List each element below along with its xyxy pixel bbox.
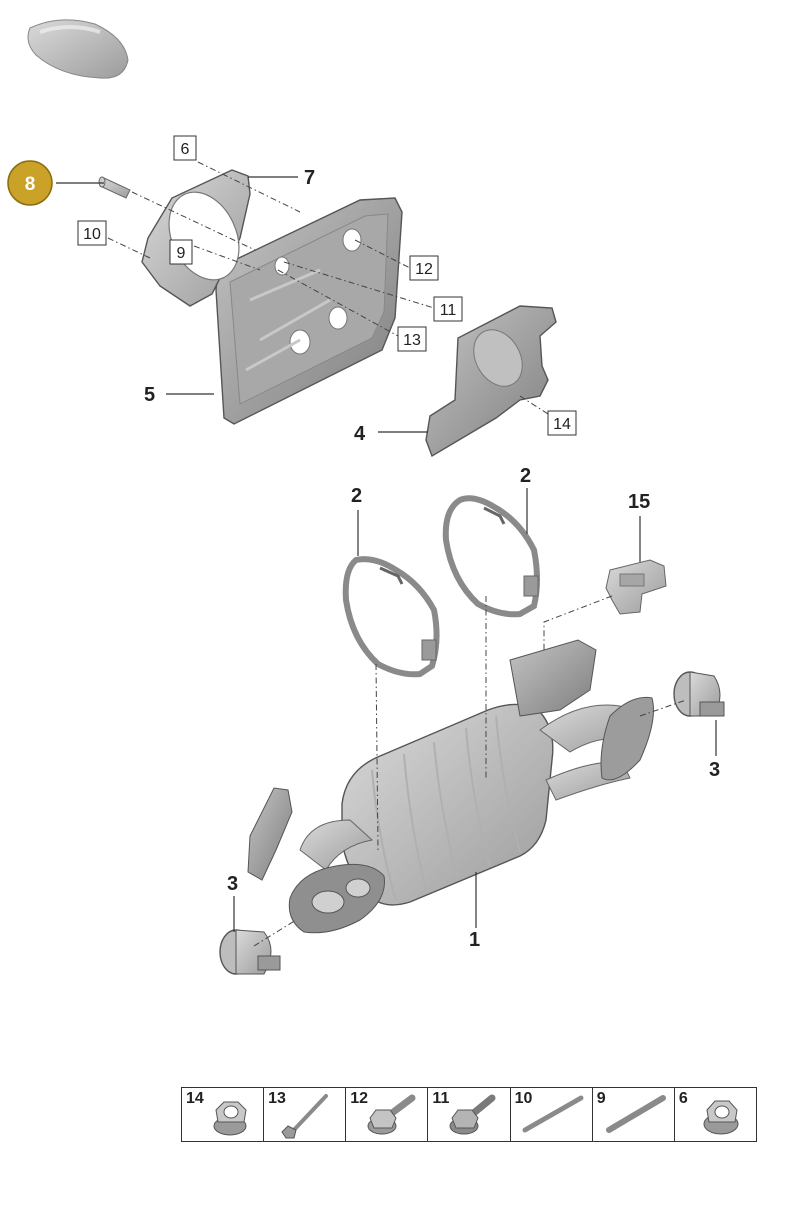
callout-3: 3 xyxy=(709,759,720,781)
heat-shield-small[interactable] xyxy=(425,305,557,458)
legend-number: 10 xyxy=(514,1090,533,1107)
svg-text:6: 6 xyxy=(181,141,190,158)
hex-bolt-icon xyxy=(367,1094,416,1135)
fastener-legend: 14 13 12 11 10 9 xyxy=(181,1087,757,1142)
legend-cell[interactable]: 11 xyxy=(428,1088,511,1141)
mounting-strap-left[interactable] xyxy=(342,556,440,678)
assembly-line xyxy=(354,239,411,269)
assembly-line xyxy=(107,237,151,259)
spacer-sleeve[interactable] xyxy=(98,176,131,199)
legend-number: 13 xyxy=(268,1090,286,1107)
long-bolt-icon xyxy=(281,1094,329,1139)
legend-number: 14 xyxy=(186,1090,204,1107)
car-thumbnail-icon xyxy=(27,19,129,79)
callout-12-box: 12 xyxy=(409,255,439,281)
legend-number: 6 xyxy=(678,1090,688,1107)
pipe-clamp-right[interactable] xyxy=(673,671,725,717)
svg-text:11: 11 xyxy=(440,302,457,319)
legend-cell[interactable]: 9 xyxy=(593,1088,675,1141)
assembly-line xyxy=(519,395,549,415)
svg-text:8: 8 xyxy=(25,174,36,195)
callout-11-box: 11 xyxy=(433,296,463,322)
assembly-line xyxy=(375,663,379,851)
callout-7: 7 xyxy=(304,167,315,189)
callout-13-box: 13 xyxy=(397,326,427,352)
callout-15: 15 xyxy=(628,491,650,513)
svg-text:12: 12 xyxy=(415,261,433,278)
mounting-strap-right[interactable] xyxy=(442,495,540,618)
svg-text:10: 10 xyxy=(83,226,101,243)
assembly-line xyxy=(639,699,687,717)
legend-number: 12 xyxy=(350,1090,369,1107)
assembly-line xyxy=(543,595,613,650)
exhaust-flap-actuator[interactable] xyxy=(605,559,667,615)
legend-cell[interactable]: 10 xyxy=(511,1088,593,1141)
callout-5: 5 xyxy=(144,384,155,406)
assembly-line xyxy=(283,261,435,309)
assembly-line xyxy=(193,245,261,271)
svg-text:13: 13 xyxy=(403,332,421,349)
svg-text:14: 14 xyxy=(553,416,571,433)
callout-2: 2 xyxy=(520,465,531,487)
callout-10-box: 10 xyxy=(77,220,107,246)
assembly-line xyxy=(131,191,256,251)
callout-1: 1 xyxy=(469,929,480,951)
flange-nut-icon xyxy=(703,1100,739,1135)
stud-icon xyxy=(522,1095,584,1133)
hex-bolt-icon xyxy=(449,1094,496,1135)
assembly-line xyxy=(197,161,301,213)
flange-nut-icon xyxy=(213,1101,247,1136)
callout-9-box: 9 xyxy=(169,239,193,265)
rear-muffler[interactable] xyxy=(247,639,654,934)
stud-icon xyxy=(605,1095,666,1133)
callout-14-box: 14 xyxy=(547,410,577,436)
callout-4: 4 xyxy=(354,423,366,445)
assembly-line xyxy=(277,269,399,337)
mounting-bracket[interactable] xyxy=(141,169,252,307)
legend-cell[interactable]: 6 xyxy=(675,1088,756,1141)
pipe-clamp-left[interactable] xyxy=(219,929,281,975)
callout-3: 3 xyxy=(227,873,238,895)
callout-6-box: 6 xyxy=(173,135,197,161)
callout-8-highlighted[interactable]: 8 xyxy=(7,160,53,206)
legend-number: 11 xyxy=(432,1090,450,1107)
assembly-line xyxy=(253,919,297,947)
callout-2: 2 xyxy=(351,485,362,507)
svg-text:9: 9 xyxy=(177,245,186,262)
legend-number: 9 xyxy=(596,1090,606,1107)
heat-shield-large[interactable] xyxy=(215,197,403,425)
legend-cell[interactable]: 12 xyxy=(346,1088,429,1141)
legend-cell[interactable]: 13 xyxy=(264,1088,347,1141)
legend-cell[interactable]: 14 xyxy=(182,1088,265,1141)
